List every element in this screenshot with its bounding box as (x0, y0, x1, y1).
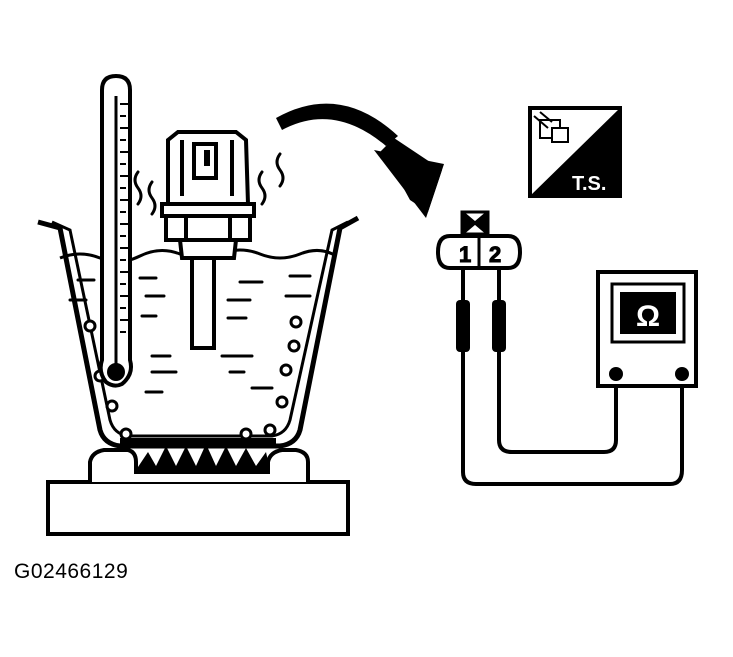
connector-pin-2: 2 (489, 242, 501, 267)
ts-label: T.S. (572, 173, 606, 195)
temperature-sensor (160, 130, 256, 350)
test-leads (456, 268, 684, 486)
ohm-symbol: Ω (636, 300, 660, 333)
stand-base (46, 448, 350, 536)
sensor-connector: 1 2 (435, 210, 523, 270)
thermometer-icon (98, 73, 133, 388)
heat-waves (133, 152, 285, 216)
figure-id: G02466129 (14, 560, 129, 583)
burner-flame-icon (120, 438, 276, 470)
ohmmeter-icon: Ω (596, 270, 698, 388)
connector-pin-1: 1 (459, 242, 471, 267)
troubleshooting-badge-icon: T.S. (528, 106, 622, 198)
curved-arrow-icon (276, 103, 444, 218)
